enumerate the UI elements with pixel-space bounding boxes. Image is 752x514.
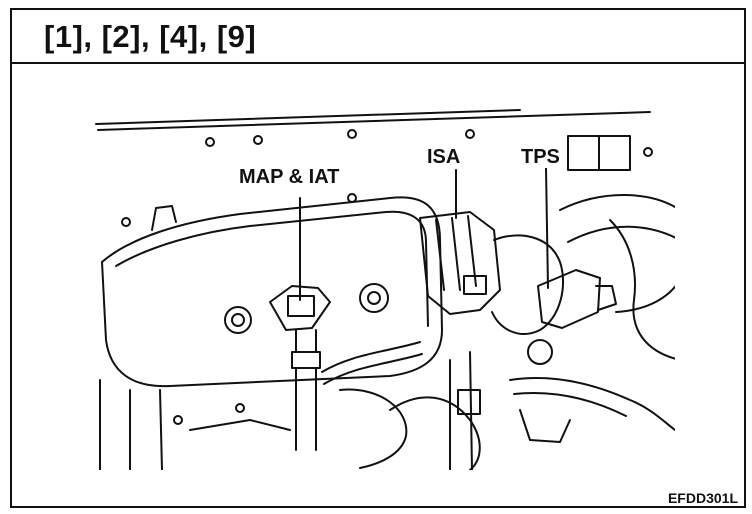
figure-id: EFDD301L [667,490,738,506]
header-bar: [1], [2], [4], [9] [12,10,744,64]
callout-isa: ISA [424,146,464,168]
page-title: [1], [2], [4], [9] [44,19,257,54]
callout-tps: TPS [518,146,563,168]
engine-illustration [90,90,675,470]
callout-map-iat: MAP & IAT [236,166,343,188]
